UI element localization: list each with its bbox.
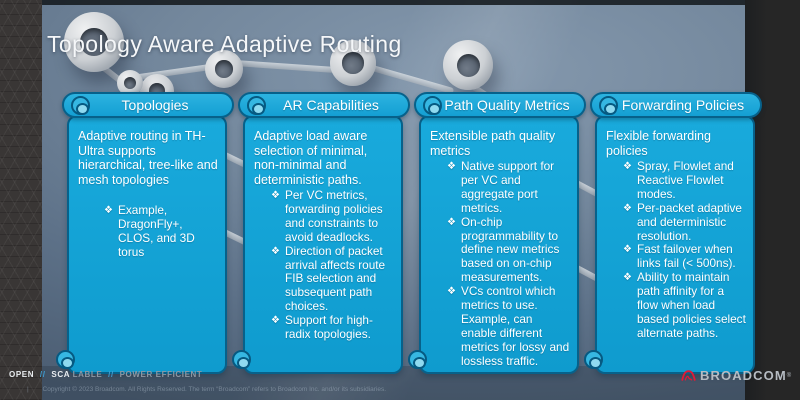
- scroll-curl-icon: [247, 96, 266, 115]
- copyright-line: | Copyright © 2023 Broadcom. All Rights …: [27, 386, 386, 393]
- card-header-label: Path Quality Metrics: [444, 97, 570, 113]
- bullet-text: Direction of packet arrival affects rout…: [285, 243, 386, 314]
- broadcom-wordmark: BROADCOM: [700, 368, 787, 383]
- tagline-segment: LABLE: [72, 370, 103, 379]
- scroll-curl-icon: [584, 350, 603, 369]
- scroll-curl-icon: [423, 96, 442, 115]
- tagline-segment: OPEN: [9, 370, 35, 379]
- list-item: ❖ Native support for per VC and aggregat…: [447, 159, 570, 216]
- bullet-text: On-chip programmability to define new me…: [461, 214, 560, 285]
- card-body: Flexible forwarding policies ❖ Spray, Fl…: [584, 115, 755, 374]
- bullet-list: ❖ Per VC metrics, forwarding policies an…: [254, 188, 394, 342]
- bullet-text: Native support for per VC and aggregate …: [461, 159, 555, 215]
- tagline-separator: //: [108, 370, 114, 379]
- card-intro-text: Flexible forwarding policies: [606, 129, 711, 158]
- bullet-text: Spray, Flowlet and Reactive Flowlet mode…: [637, 159, 734, 201]
- scroll-curl-icon: [56, 350, 75, 369]
- slide-title: Topology Aware Adaptive Routing: [47, 31, 402, 57]
- bullet-text: Support for high-radix topologies.: [285, 313, 373, 342]
- brand-tagline: OPEN // SCA LABLE // POWER EFFICIENT: [9, 370, 205, 379]
- bullet-text: Per-packet adaptive and deterministic re…: [637, 200, 742, 243]
- scroll-curl-icon: [408, 350, 427, 369]
- left-letterbox-band: [0, 0, 42, 400]
- bullet-list: ❖ Native support for per VC and aggregat…: [430, 159, 570, 369]
- card-topologies: Topologies Adaptive routing in TH-Ultra …: [56, 0, 238, 400]
- card-header: AR Capabilities: [238, 92, 410, 118]
- bullet-diamond-icon: ❖: [447, 286, 456, 298]
- registered-mark: ®: [786, 372, 792, 379]
- tagline-separator: //: [39, 370, 46, 379]
- bullet-diamond-icon: ❖: [623, 202, 632, 214]
- card-path-quality-metrics: Path Quality Metrics Extensible path qua…: [408, 0, 590, 400]
- bullet-diamond-icon: ❖: [447, 161, 456, 172]
- bullet-diamond-icon: ❖: [623, 161, 632, 172]
- bullet-text: Per VC metrics, forwarding policies and …: [285, 188, 383, 244]
- bullet-list: ❖ Spray, Flowlet and Reactive Flowlet mo…: [606, 159, 746, 341]
- bullet-diamond-icon: ❖: [271, 245, 280, 257]
- bullet-diamond-icon: ❖: [271, 190, 280, 201]
- list-item: ❖ Ability to maintain path affinity for …: [623, 270, 746, 341]
- washer-ring-graphic: [205, 50, 243, 88]
- list-item: ❖ Per VC metrics, forwarding policies an…: [271, 188, 394, 245]
- bullet-diamond-icon: ❖: [623, 272, 632, 284]
- broadcom-logo: BROADCOM ®: [681, 368, 791, 383]
- list-item: ❖ Fast failover when links fail (< 500ns…: [623, 243, 746, 271]
- card-header: Forwarding Policies: [590, 92, 762, 118]
- bullet-text: Example, DragonFly+, CLOS, and 3D torus: [118, 203, 195, 259]
- washer-ring-graphic: [443, 40, 493, 90]
- copyright-text: Copyright © 2023 Broadcom. All Rights Re…: [42, 386, 387, 393]
- list-item: ❖ VCs control which metrics to use. Exam…: [447, 284, 570, 368]
- card-intro-text: Adaptive load aware selection of minimal…: [254, 129, 368, 187]
- card-header-label: Forwarding Policies: [621, 97, 745, 113]
- slide-top-edge: [42, 0, 745, 5]
- list-item: ❖ On-chip programmability to define new …: [447, 214, 570, 286]
- list-item: ❖ Per-packet adaptive and deterministic …: [623, 200, 746, 244]
- card-header-label: AR Capabilities: [283, 97, 379, 113]
- bullet-diamond-icon: ❖: [447, 216, 456, 228]
- card-intro-text: Adaptive routing in TH-Ultra supports hi…: [78, 129, 218, 187]
- washer-ring-graphic: [330, 40, 376, 86]
- broadcom-pulse-icon: [681, 370, 696, 381]
- card-body: Extensible path quality metrics ❖ Native…: [408, 115, 579, 374]
- card-body: Adaptive routing in TH-Ultra supports hi…: [56, 115, 227, 374]
- scroll-curl-icon: [232, 350, 251, 369]
- bullet-text: Ability to maintain path affinity for a …: [637, 270, 746, 340]
- card-header: Path Quality Metrics: [414, 92, 586, 118]
- list-item: ❖ Spray, Flowlet and Reactive Flowlet mo…: [623, 159, 746, 202]
- tagline-segment: SCA: [51, 370, 70, 379]
- footer-divider: |: [27, 386, 29, 393]
- bullet-text: VCs control which metrics to use. Exampl…: [461, 284, 570, 368]
- bullet-list: ❖ Example, DragonFly+, CLOS, and 3D toru…: [78, 203, 218, 260]
- card-forwarding-policies: Forwarding Policies Flexible forwarding …: [584, 0, 766, 400]
- list-item: ❖ Direction of packet arrival affects ro…: [271, 243, 394, 315]
- washer-ring-graphic: [64, 12, 124, 72]
- card-intro-text: Extensible path quality metrics: [430, 129, 556, 158]
- list-item: ❖ Example, DragonFly+, CLOS, and 3D toru…: [104, 203, 218, 260]
- card-ar-capabilities: AR Capabilities Adaptive load aware sele…: [232, 0, 414, 400]
- bullet-diamond-icon: ❖: [271, 315, 280, 327]
- scroll-curl-icon: [599, 96, 618, 115]
- list-item: ❖ Support for high-radix topologies.: [271, 313, 394, 342]
- card-body: Adaptive load aware selection of minimal…: [232, 115, 403, 374]
- bullet-diamond-icon: ❖: [104, 205, 113, 216]
- tagline-segment: POWER EFFICIENT: [119, 370, 203, 379]
- bullet-diamond-icon: ❖: [623, 244, 632, 256]
- scroll-curl-icon: [71, 96, 90, 115]
- card-header-label: Topologies: [121, 97, 189, 113]
- washer-ring-graphic: [117, 70, 143, 96]
- bullet-text: Fast failover when links fail (< 500ns).: [637, 242, 736, 271]
- card-header: Topologies: [62, 92, 234, 118]
